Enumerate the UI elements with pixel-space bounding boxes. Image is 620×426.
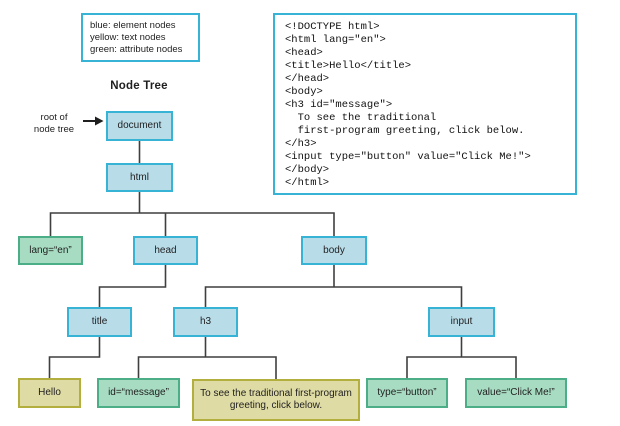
node-head: head: [133, 236, 198, 265]
node-attr-lang: lang=“en”: [18, 236, 83, 265]
legend-line-text-nodes: yellow: text nodes: [90, 32, 166, 43]
node-html: html: [106, 163, 173, 192]
legend-line-element-nodes: blue: element nodes: [90, 20, 176, 31]
node-attr-type: type=“button”: [366, 378, 448, 408]
node-body: body: [301, 236, 367, 265]
node-attr-value: value=“Click Me!”: [465, 378, 567, 408]
node-title: title: [67, 307, 132, 337]
root-pointer-label-line2: node tree: [33, 123, 75, 135]
node-document: document: [106, 111, 173, 141]
root-pointer-label-line1: root of: [40, 112, 68, 123]
node-text-h3-content: To see the traditional first-program gre…: [192, 379, 360, 421]
legend-box: blue: element nodes yellow: text nodes g…: [81, 13, 200, 62]
node-h3: h3: [173, 307, 238, 337]
node-attr-id: id=“message”: [97, 378, 180, 408]
root-pointer-label: root of node tree: [26, 112, 82, 135]
node-text-hello: Hello: [18, 378, 81, 408]
source-code-box: <!DOCTYPE html> <html lang="en"> <head> …: [273, 13, 577, 195]
html-source-code: <!DOCTYPE html> <html lang="en"> <head> …: [285, 21, 531, 189]
node-input: input: [428, 307, 495, 337]
root-arrow-icon: [83, 116, 104, 126]
tree-title: Node Tree: [110, 80, 168, 92]
legend-line-attribute-nodes: green: attribute nodes: [90, 44, 183, 55]
